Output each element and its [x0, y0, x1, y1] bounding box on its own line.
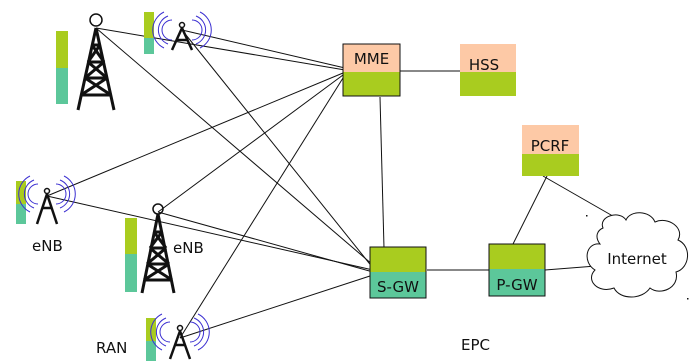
sgw-node: S-GW	[369, 246, 427, 299]
antenna-icon	[18, 175, 76, 225]
signal-bars	[16, 12, 156, 361]
pcrf-label: PCRF	[531, 137, 570, 155]
signal-bar-enb-middle	[125, 218, 137, 292]
mme-node: MME	[342, 43, 401, 97]
hss-node: HSS	[460, 44, 516, 96]
ran-label: RAN	[96, 339, 127, 357]
enb-left-label: eNB	[32, 237, 63, 255]
cell-tower-icon	[76, 13, 116, 111]
hss-label: HSS	[469, 56, 499, 74]
cell-tower-icon	[140, 203, 176, 294]
sgw-label: S-GW	[377, 278, 419, 296]
internet-label: Internet	[607, 250, 667, 268]
pgw-node: P-GW	[488, 243, 546, 297]
pcrf-node: PCRF	[522, 125, 579, 176]
signal-bar-enb-left	[16, 181, 26, 224]
internet-cloud-icon: Internet	[586, 212, 688, 298]
antenna-icon	[150, 313, 210, 360]
antenna-icon	[152, 11, 212, 51]
enb-middle-label: eNB	[173, 239, 204, 257]
mme-label: MME	[354, 50, 389, 68]
signal-bar-tower-1	[56, 31, 68, 104]
signal-bar-ran	[146, 318, 156, 361]
pgw-label: P-GW	[496, 276, 537, 294]
decorative-dots	[586, 215, 689, 300]
connection-lines	[46, 27, 626, 339]
signal-bar-tower-2	[144, 12, 154, 54]
epc-label: EPC	[461, 336, 490, 354]
